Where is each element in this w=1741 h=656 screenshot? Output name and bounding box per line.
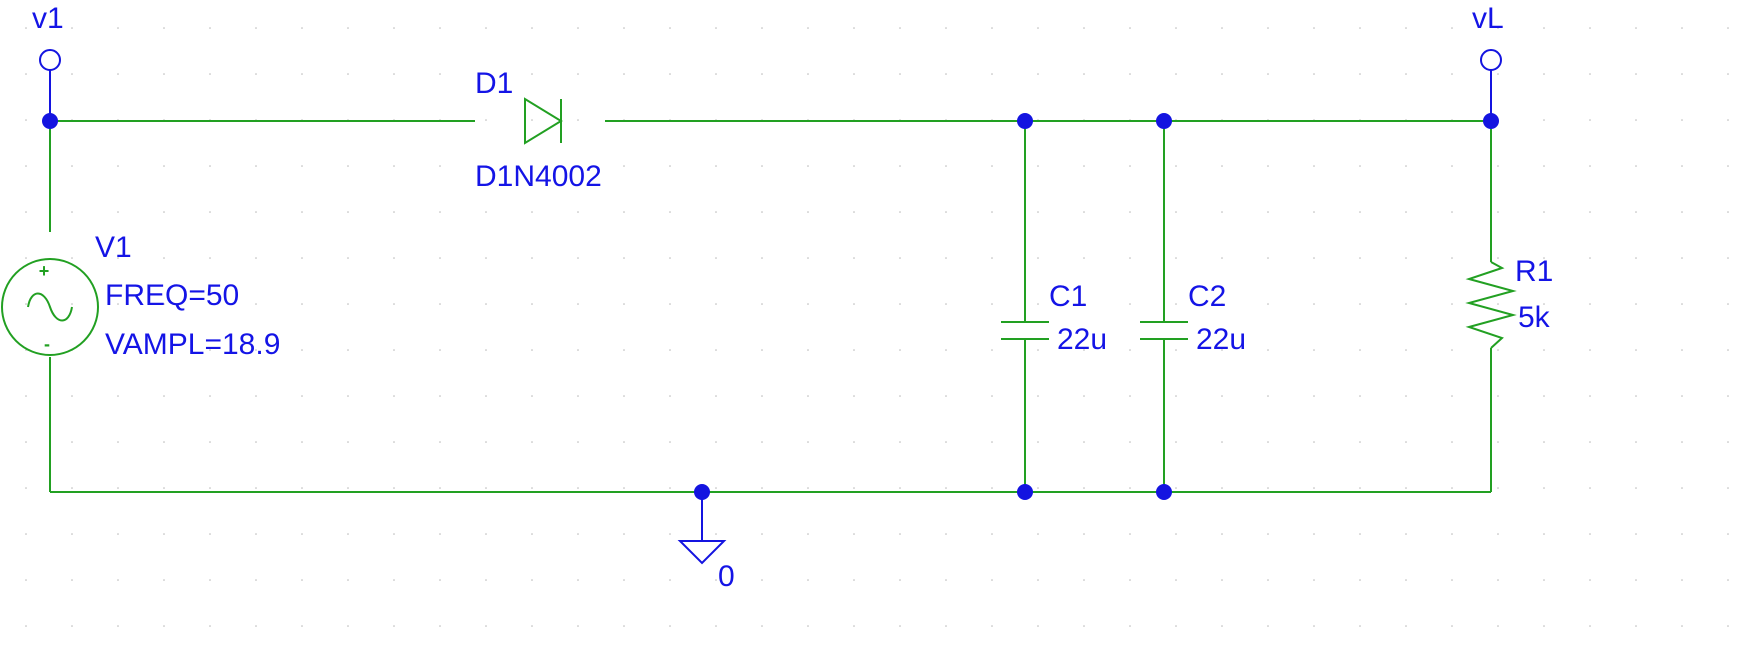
probe-v1-label: v1 [32,2,64,35]
source-freq-label: FREQ=50 [105,279,239,312]
source-vampl-label: VAMPL=18.9 [105,328,280,361]
capacitor-c1[interactable]: C1 22u [1001,280,1107,356]
voltage-source-v1[interactable]: + - V1 FREQ=50 VAMPL=18.9 [1,231,280,361]
probe-vl-label: vL [1472,2,1504,35]
junction-dot [42,113,58,129]
probe-vl-terminal-icon [1480,49,1502,71]
ground-triangle-icon [677,540,727,565]
source-circle [1,258,99,356]
resistor-zigzag [1465,261,1517,349]
junction-dot [1017,484,1033,500]
junction-dot [1017,113,1033,129]
capacitor-c2[interactable]: C2 22u [1140,280,1246,356]
diode-ref-label: D1 [475,67,513,100]
background-grid [25,27,1729,627]
resistor-r1[interactable]: R1 5k [1465,255,1553,349]
source-plus-sign: + [39,261,50,281]
capacitor-c1-value-label: 22u [1057,323,1107,356]
wires [49,120,1492,493]
source-minus-sign: - [44,334,50,354]
diode-model-label: D1N4002 [475,160,602,193]
capacitor-c2-value-label: 22u [1196,323,1246,356]
capacitor-c1-ref-label: C1 [1049,280,1087,313]
source-ref-label: V1 [95,231,132,264]
junction-dot [1156,113,1172,129]
resistor-ref-label: R1 [1515,255,1553,288]
capacitor-c2-ref-label: C2 [1188,280,1226,313]
ground-net-label: 0 [718,560,735,593]
ground-symbol[interactable]: 0 [677,492,735,593]
diode-d1[interactable]: D1 D1N4002 [475,67,602,193]
probe-vl[interactable]: vL [1472,2,1504,121]
diode-triangle [524,97,563,145]
sine-wave-icon [27,292,73,322]
junction-dot [1156,484,1172,500]
junctions [42,113,1499,500]
probe-v1[interactable]: v1 [32,2,64,121]
junction-dot [694,484,710,500]
probe-v1-terminal-icon [39,49,61,71]
resistor-value-label: 5k [1518,301,1551,334]
junction-dot [1483,113,1499,129]
